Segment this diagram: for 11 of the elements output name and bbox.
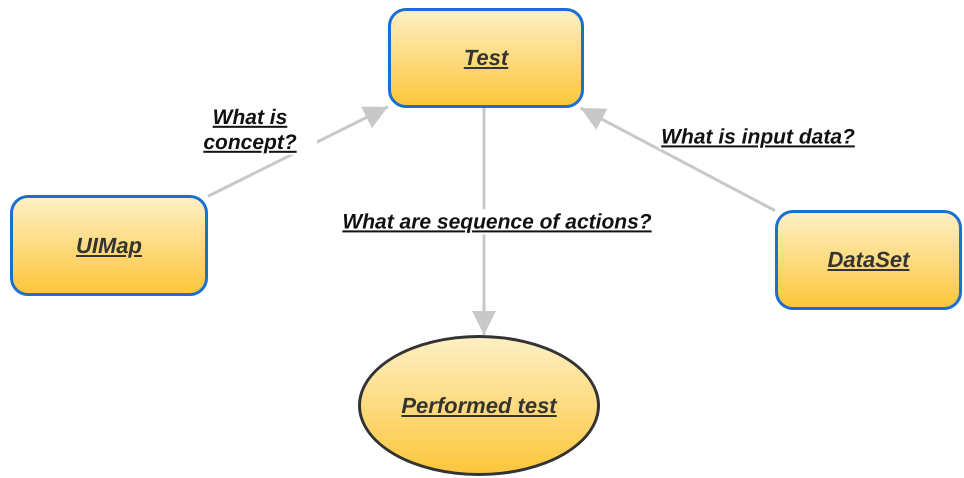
arrow bbox=[207, 105, 389, 198]
arrow bbox=[580, 106, 776, 212]
process-box bbox=[775, 210, 962, 310]
process-box bbox=[388, 8, 584, 108]
node-label: Performed test bbox=[401, 392, 557, 418]
node-label: DataSet bbox=[828, 247, 910, 273]
node-label: Test bbox=[464, 45, 508, 71]
process-box bbox=[10, 195, 208, 296]
edge-label: What are sequence of actions? bbox=[340, 209, 654, 235]
arrow bbox=[472, 108, 496, 335]
node-label: UIMap bbox=[76, 232, 142, 258]
